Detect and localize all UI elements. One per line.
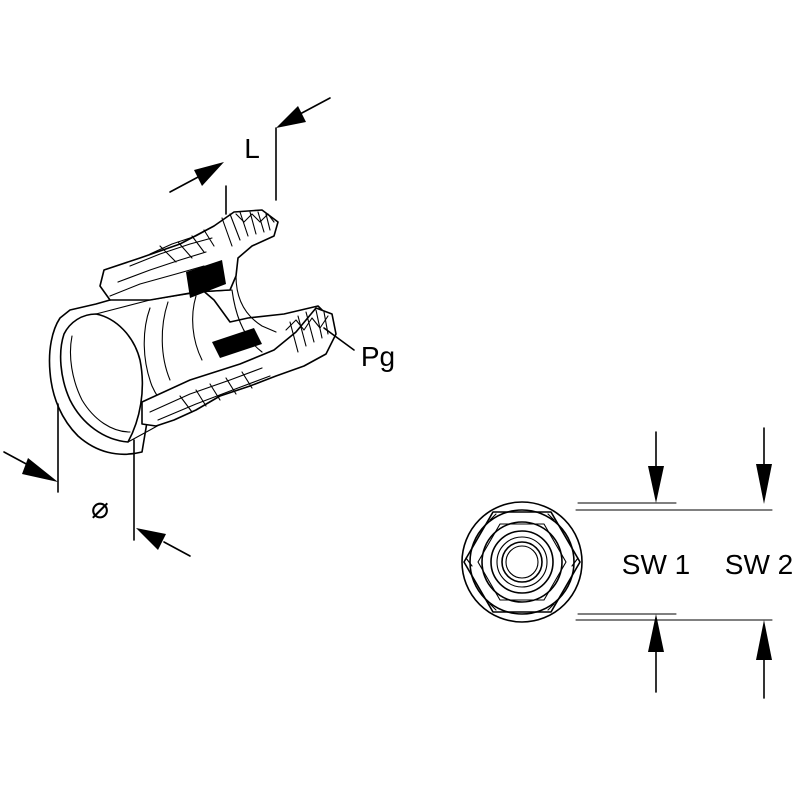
hex-chamfer-circle xyxy=(469,509,575,615)
diameter-arrow-left xyxy=(22,458,58,482)
sw2-arrow-bottom xyxy=(756,620,772,660)
lower-seal-insert xyxy=(212,328,262,358)
mid-body-contour xyxy=(235,275,277,333)
sw2-label: SW 2 xyxy=(725,549,793,580)
seal-mid-circle xyxy=(496,536,548,588)
sw2-arrow-top xyxy=(756,464,772,504)
lower-barrel xyxy=(141,307,337,427)
length-dimension: L xyxy=(169,97,331,215)
length-arrow-right xyxy=(276,106,306,128)
upper-thread-teeth xyxy=(109,211,275,297)
upper-seal-insert xyxy=(186,260,226,298)
length-arrow-left xyxy=(194,162,224,186)
inner-tube-curve-3 xyxy=(192,295,203,361)
sw1-label: SW 1 xyxy=(622,549,690,580)
diameter-dim-line-left xyxy=(3,451,31,467)
front-bore-inner xyxy=(69,335,131,433)
seal-outer-circle xyxy=(490,530,554,594)
inner-tube-curve-2 xyxy=(161,301,171,381)
length-dim-line-right xyxy=(299,97,331,115)
thread-callout: Pg xyxy=(323,327,395,372)
length-label: L xyxy=(244,133,260,164)
outer-hexagon xyxy=(463,511,581,613)
cap-nut-circle xyxy=(481,521,563,603)
front-view xyxy=(461,501,583,623)
sw1-arrow-bottom xyxy=(648,614,664,652)
length-dim-line-left xyxy=(169,175,201,193)
diameter-dimension: ⌀ xyxy=(3,403,191,557)
outer-flange-circle xyxy=(461,501,583,623)
thread-leader-line xyxy=(323,327,355,351)
diameter-label: ⌀ xyxy=(91,492,109,525)
inner-hexagon xyxy=(477,523,567,601)
bore-inner-circle xyxy=(505,545,539,579)
sw1-arrow-top xyxy=(648,466,664,503)
wrench-size-dimensions: SW 1 SW 2 xyxy=(575,427,793,699)
hex-corner-marks xyxy=(465,513,579,611)
bore-circle xyxy=(501,541,543,583)
mid-body-contour-2 xyxy=(231,289,263,353)
diameter-dim-line-right xyxy=(163,541,191,557)
cable-gland-section-view xyxy=(48,209,337,456)
thread-label: Pg xyxy=(361,341,395,372)
lower-thread-teeth xyxy=(149,309,329,421)
diameter-arrow-right xyxy=(136,528,166,550)
